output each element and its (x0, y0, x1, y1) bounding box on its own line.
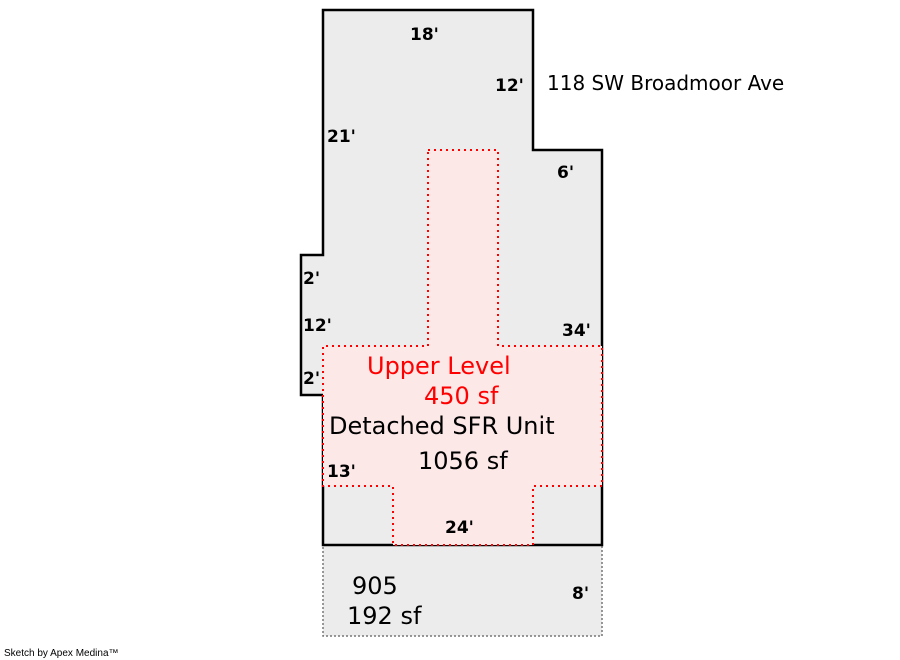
sketch-credit: Sketch by Apex Medina™ (4, 648, 119, 659)
patio-label: 905 (352, 572, 398, 600)
main-unit-label: Detached SFR Unit (329, 412, 555, 440)
upper-level-size: 450 sf (424, 382, 499, 410)
dim-right: 34' (562, 321, 591, 341)
patio-size: 192 sf (347, 602, 422, 630)
dim-bump-bottom: 2' (303, 369, 320, 389)
dim-step-right: 6' (557, 163, 574, 183)
main-unit-size: 1056 sf (418, 447, 508, 475)
dim-upper-right: 12' (495, 76, 524, 96)
dim-bottom: 24' (445, 518, 474, 538)
property-address: 118 SW Broadmoor Ave (547, 71, 784, 95)
dim-patio-right: 8' (572, 584, 589, 604)
dim-bump-top: 2' (303, 269, 320, 289)
dim-left-lower: 13' (327, 462, 356, 482)
dim-top: 18' (410, 25, 439, 45)
upper-level-outline (322, 149, 603, 546)
dim-left-upper: 21' (327, 127, 356, 147)
upper-level-label: Upper Level (367, 352, 511, 380)
patio-area (322, 544, 603, 637)
dim-bump-mid: 12' (303, 316, 332, 336)
